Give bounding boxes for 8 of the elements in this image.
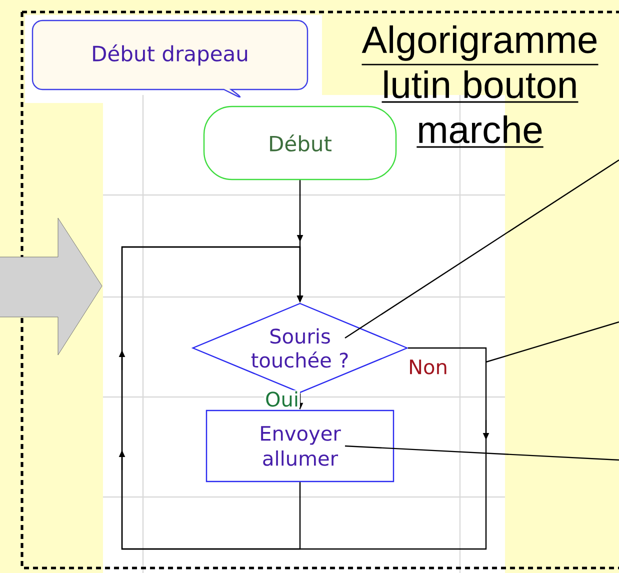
leader-line xyxy=(344,160,619,338)
process-box: Envoyer allumer xyxy=(206,410,394,482)
arrow xyxy=(121,246,304,550)
edge-label: Non xyxy=(407,358,449,376)
edge-label: Oui xyxy=(264,390,300,408)
start-terminal: Début xyxy=(203,106,397,180)
speech-bubble: Début drapeau xyxy=(32,20,308,98)
leader-line xyxy=(344,445,619,461)
